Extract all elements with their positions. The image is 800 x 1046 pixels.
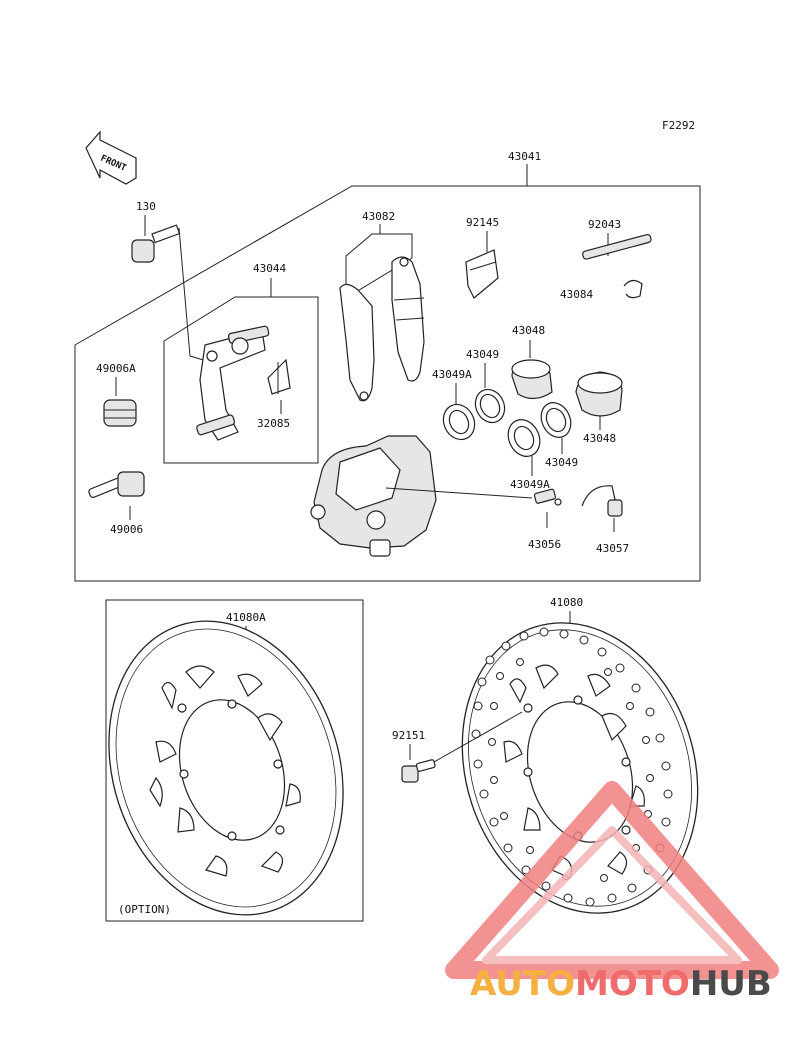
bleeder-cap — [581, 485, 623, 517]
label-43044: 43044 — [253, 262, 286, 275]
brake-disc — [461, 622, 699, 914]
bleeder-valve — [533, 488, 562, 506]
watermark-auto: AUTO — [470, 964, 575, 1004]
label-92043: 92043 — [588, 218, 621, 231]
front-arrow-icon: FRONT — [85, 130, 137, 185]
label-41080: 41080 — [550, 596, 583, 609]
boot-49006 — [88, 471, 145, 499]
label-43048-upper: 43048 — [512, 324, 545, 337]
label-49006: 49006 — [110, 523, 143, 536]
boot-49006a — [103, 399, 137, 427]
holder-outline — [163, 296, 319, 464]
disc-bolt — [401, 759, 436, 783]
label-43041: 43041 — [508, 150, 541, 163]
pad-spring — [465, 249, 499, 299]
watermark-hub: HUB — [690, 964, 772, 1004]
watermark-moto: MOTO — [575, 964, 690, 1004]
label-43048-right: 43048 — [583, 432, 616, 445]
pin-spring — [267, 358, 291, 395]
assembly-outline — [74, 185, 701, 582]
label-43049-lower: 43049 — [545, 456, 578, 469]
label-41080a: 41080A — [226, 611, 266, 624]
option-disc-outline — [105, 599, 364, 922]
pin-clip — [623, 279, 643, 299]
label-43056: 43056 — [528, 538, 561, 551]
label-32085: 32085 — [257, 417, 290, 430]
bolt-130 — [131, 224, 181, 263]
figure-code: F2292 — [662, 119, 695, 132]
label-92151: 92151 — [392, 729, 425, 742]
label-92145: 92145 — [466, 216, 499, 229]
brake-disc-option — [108, 620, 344, 916]
label-43084: 43084 — [560, 288, 593, 301]
caliper-body — [310, 435, 437, 557]
label-43082: 43082 — [362, 210, 395, 223]
label-43049-upper: 43049 — [466, 348, 499, 361]
label-43057: 43057 — [596, 542, 629, 555]
caliper-pin — [582, 233, 652, 260]
piston-right — [575, 371, 623, 417]
option-note: (OPTION) — [118, 903, 171, 916]
label-49006a: 49006A — [96, 362, 136, 375]
label-130: 130 — [136, 200, 156, 213]
label-43049a-lower: 43049A — [510, 478, 550, 491]
brake-pad-left — [339, 283, 375, 402]
piston-upper — [511, 359, 553, 400]
watermark-logo — [445, 781, 779, 979]
watermark-text: AUTOMOTOHUB — [470, 964, 772, 1004]
brake-pad-right — [391, 256, 425, 382]
caliper-holder — [196, 325, 270, 441]
label-43049a-upper: 43049A — [432, 368, 472, 381]
